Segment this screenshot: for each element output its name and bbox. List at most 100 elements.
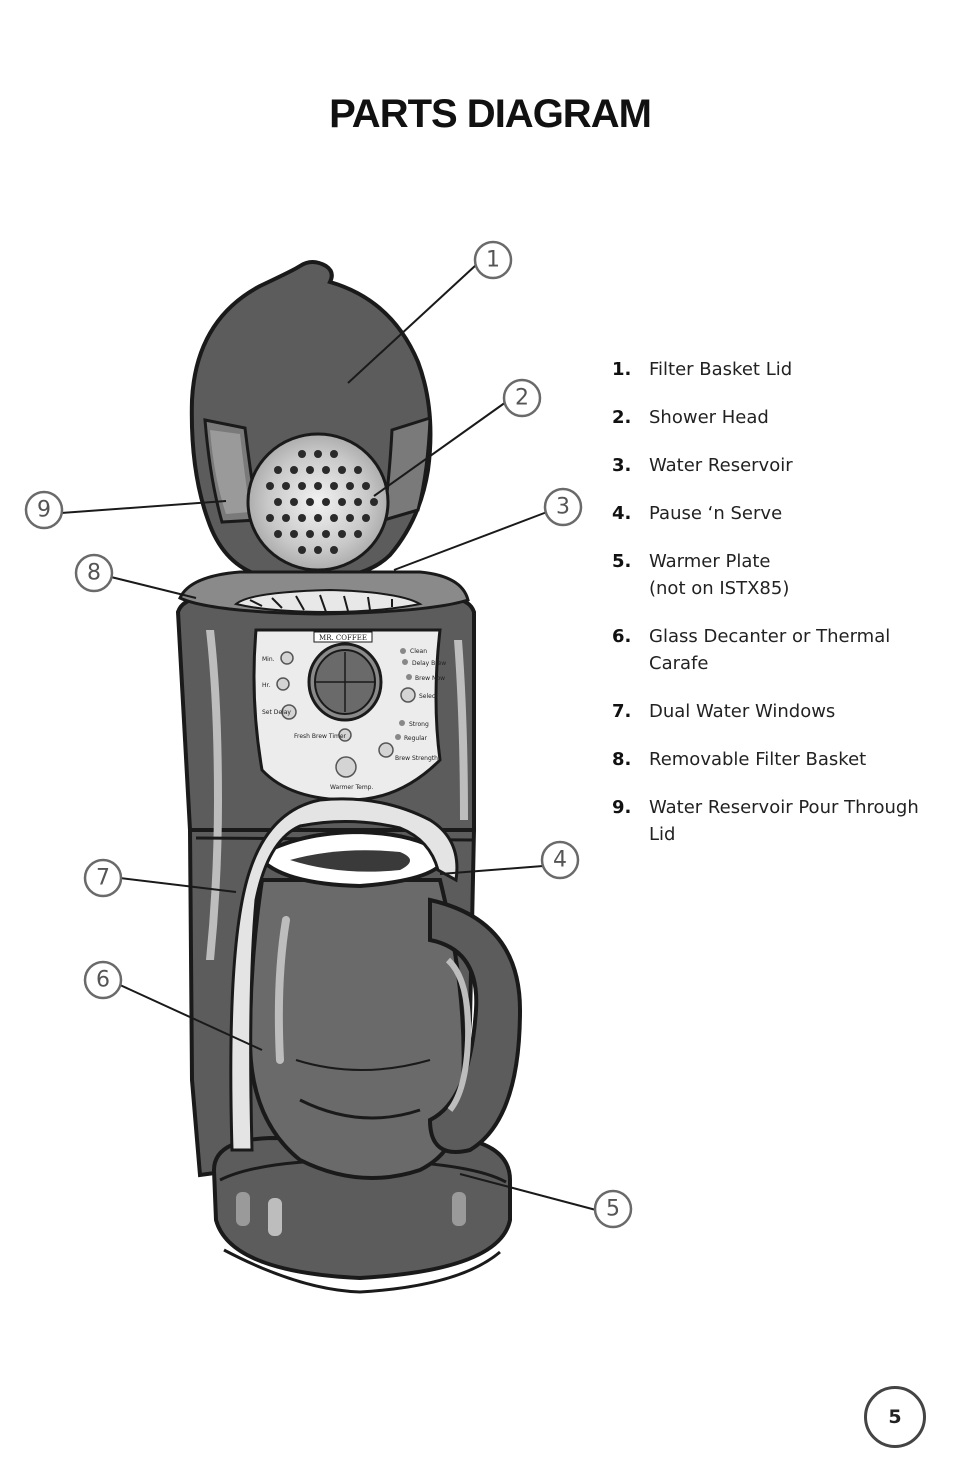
shower-hole	[354, 530, 362, 538]
min-button	[280, 651, 294, 665]
part-number: 3.	[612, 455, 632, 476]
part-item: 3. Water Reservoir	[612, 452, 932, 479]
label-clean: Clean	[410, 648, 427, 655]
callout-7: 7	[96, 866, 110, 891]
shower-hole	[354, 466, 362, 474]
label-select: Select	[419, 693, 438, 700]
shower-hole	[322, 498, 330, 506]
label-brew-strength: Brew Strength	[395, 755, 438, 762]
shower-hole	[322, 530, 330, 538]
callout-3: 3	[556, 495, 570, 520]
shower-hole	[298, 482, 306, 490]
page-title: PARTS DIAGRAM	[329, 92, 652, 136]
shower-hole	[298, 514, 306, 522]
shower-hole	[314, 514, 322, 522]
shower-hole	[330, 514, 338, 522]
label-hr: Hr.	[262, 682, 270, 689]
shower-hole	[282, 482, 290, 490]
shower-hole	[290, 530, 298, 538]
part-number: 6.	[612, 626, 632, 647]
callout-4: 4	[553, 848, 567, 873]
shower-hole	[362, 482, 370, 490]
shower-hole	[274, 466, 282, 474]
callout-circles	[24, 240, 633, 1229]
shower-hole	[266, 482, 274, 490]
shower-hole	[298, 450, 306, 458]
part-name: Filter Basket Lid	[649, 359, 793, 380]
glass-decanter	[247, 829, 523, 1180]
fresh-brew-timer-button	[338, 728, 352, 742]
shower-hole	[314, 482, 322, 490]
shower-hole	[370, 498, 378, 506]
part-item: 2. Shower Head	[612, 404, 932, 431]
brand-logo: MR. COFFEE	[319, 634, 367, 642]
part-item: 7. Dual Water Windows	[612, 698, 932, 725]
warmer-plate	[211, 1135, 512, 1294]
callout-1: 1	[486, 248, 500, 273]
filter-basket	[178, 570, 470, 616]
callout-5: 5	[606, 1197, 620, 1222]
part-number: 7.	[612, 701, 632, 722]
callout-6: 6	[96, 968, 110, 993]
control-panel: MR. COFFEE Min. Hr. Set Delay Fresh Brew…	[252, 628, 446, 802]
shower-hole	[306, 498, 314, 506]
shower-hole	[290, 466, 298, 474]
part-name: Shower Head	[649, 407, 769, 428]
part-name: Pause ‘n Serve	[649, 503, 783, 524]
brew-now-indicator	[406, 674, 412, 680]
callout-9: 9	[37, 498, 51, 523]
strong-indicator	[399, 720, 405, 726]
part-item: 4. Pause ‘n Serve	[612, 500, 932, 527]
callout-2: 2	[515, 386, 529, 411]
shower-hole	[290, 498, 298, 506]
part-item: 6. Glass Decanter or Thermal Carafe	[612, 623, 932, 677]
label-fresh-brew-timer: Fresh Brew Timer	[294, 733, 347, 740]
shower-hole	[338, 466, 346, 474]
part-name: Dual Water Windows	[649, 701, 836, 722]
shower-hole	[306, 466, 314, 474]
part-item: 8. Removable Filter Basket	[612, 746, 932, 773]
part-name-with-note: Warmer Plate (not on ISTX85)	[649, 548, 789, 602]
shower-hole	[362, 514, 370, 522]
shower-hole	[266, 514, 274, 522]
label-brew-now: Brew Now	[415, 675, 445, 682]
callout-8: 8	[87, 561, 101, 586]
part-number: 2.	[612, 407, 632, 428]
parts-list: 1. Filter Basket Lid 2. Shower Head 3. W…	[612, 356, 932, 869]
part-number: 8.	[612, 749, 632, 770]
part-number: 1.	[612, 359, 632, 380]
shower-hole	[330, 450, 338, 458]
part-name: Removable Filter Basket	[649, 749, 867, 770]
delay-brew-indicator	[402, 659, 408, 665]
shower-hole	[306, 530, 314, 538]
label-regular: Regular	[404, 735, 428, 742]
label-delay-brew: Delay Brew	[412, 660, 446, 667]
shower-hole	[274, 530, 282, 538]
label-warmer-temp: Warmer Temp.	[330, 784, 373, 791]
shower-hole	[346, 482, 354, 490]
part-name: Glass Decanter or Thermal Carafe	[649, 626, 891, 674]
shower-hole	[274, 498, 282, 506]
set-delay-button	[281, 704, 297, 720]
shower-hole	[338, 498, 346, 506]
part-item: 5. Warmer Plate (not on ISTX85)	[612, 548, 932, 602]
shower-head	[246, 432, 390, 572]
shower-hole	[314, 450, 322, 458]
regular-indicator	[395, 734, 401, 740]
shower-hole	[338, 530, 346, 538]
warmer-temp-knob	[335, 756, 357, 778]
part-note: (not on ISTX85)	[649, 578, 790, 599]
part-name: Warmer Plate	[649, 551, 771, 572]
shower-hole	[322, 466, 330, 474]
part-name: Water Reservoir	[649, 455, 793, 476]
hr-button	[276, 677, 290, 691]
pause-n-serve-arch	[229, 797, 459, 1152]
shower-hole	[298, 546, 306, 554]
shower-hole	[346, 514, 354, 522]
part-item: 1. Filter Basket Lid	[612, 356, 932, 383]
part-name: Water Reservoir Pour Through Lid	[649, 797, 919, 845]
shower-hole	[330, 482, 338, 490]
part-number: 9.	[612, 797, 632, 818]
shower-hole	[314, 546, 322, 554]
